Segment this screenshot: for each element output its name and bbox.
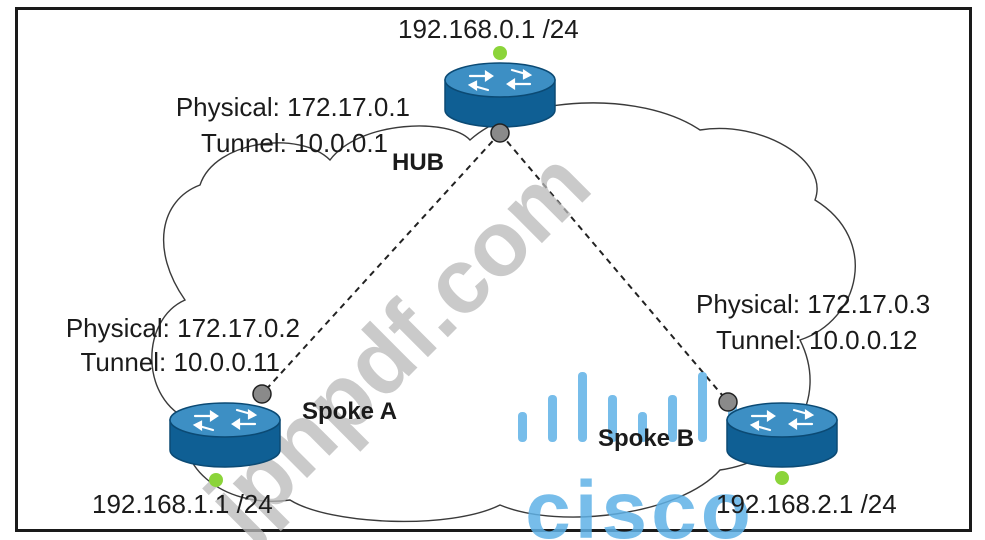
spoke-b-tunnel-ip: Tunnel: 10.0.0.12: [716, 325, 918, 355]
hub-tunnel-ip: Tunnel: 10.0.0.1: [201, 128, 388, 158]
hub-label: HUB: [392, 149, 444, 176]
spoke-b-physical-ip: Physical: 172.17.0.3: [696, 289, 931, 319]
spoke-a-lan-dot: [209, 473, 223, 487]
spoke-b-lan-ip: 192.168.2.1 /24: [716, 489, 897, 519]
diagram-frame: [15, 7, 972, 532]
tunnel-link-hub-spoke-b: [499, 132, 729, 403]
spoke-a-lan-ip: 192.168.1.1 /24: [92, 489, 273, 519]
tunnel-link-hub-spoke-a: [261, 132, 501, 395]
hub-physical-ip: Physical: 172.17.0.1: [175, 92, 410, 122]
hub-lan-dot: [493, 46, 507, 60]
spoke-b-router-icon: [725, 401, 839, 469]
hub-tunnel-dot: [490, 123, 510, 143]
spoke-a-tunnel-ip: Tunnel: 10.0.0.11: [80, 347, 280, 377]
hub-router-icon: [443, 61, 557, 129]
spoke-b-label: Spoke B: [598, 425, 695, 452]
spoke-a-label: Spoke A: [302, 398, 398, 425]
spoke-b-lan-dot: [775, 471, 789, 485]
svg-text:cisco: cisco: [525, 465, 755, 540]
hub-lan-ip: 192.168.0.1 /24: [398, 14, 579, 44]
spoke-a-router-icon: [168, 401, 282, 469]
spoke-a-physical-ip: Physical: 172.17.0.2: [65, 313, 300, 343]
spoke-a-tunnel-dot: [252, 384, 272, 404]
spoke-b-tunnel-dot: [718, 392, 738, 412]
